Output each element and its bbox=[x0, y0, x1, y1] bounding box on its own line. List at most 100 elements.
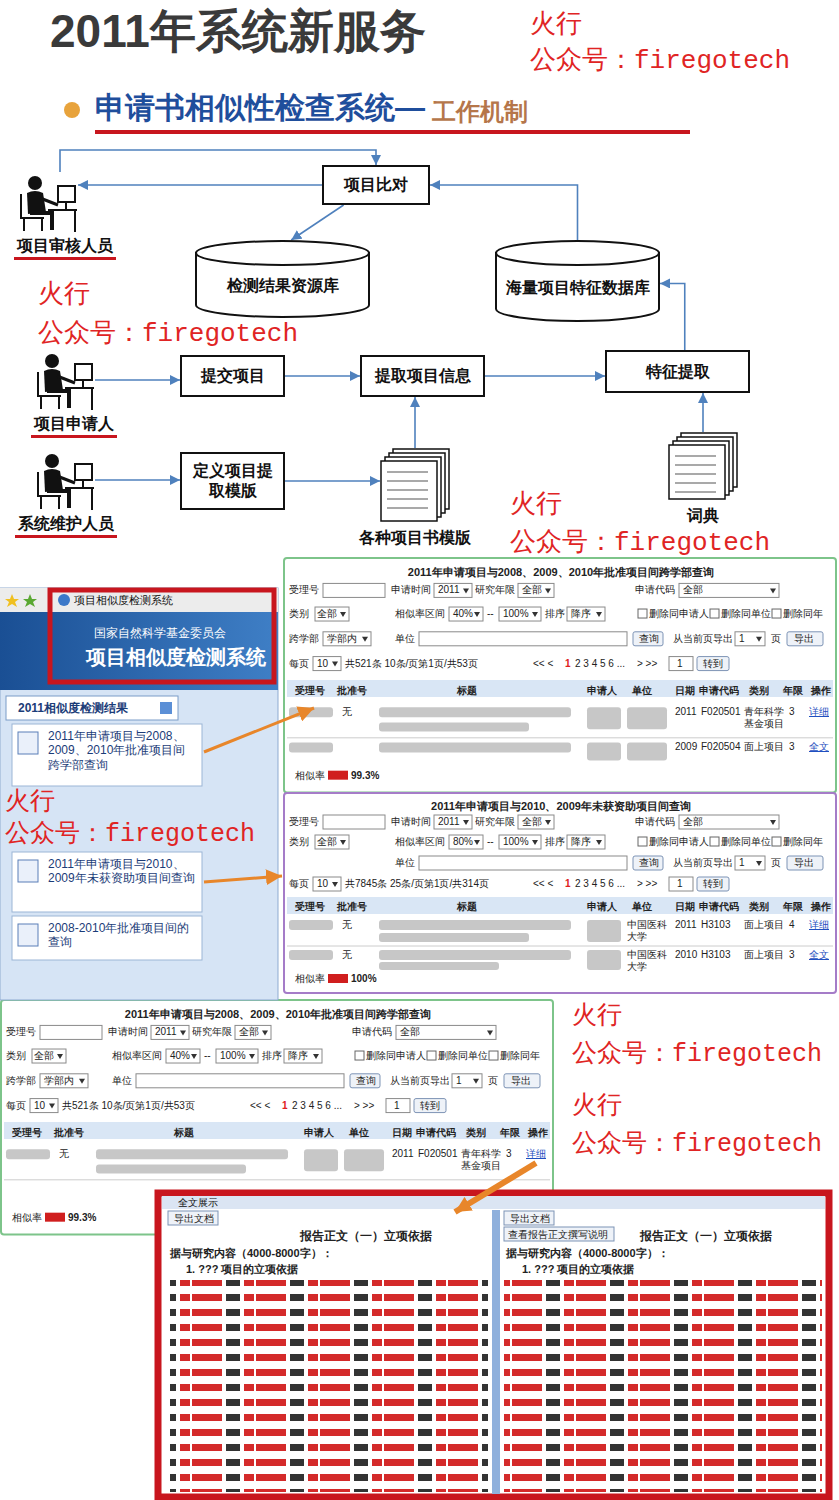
screen-text: 中国医科大学 bbox=[627, 949, 669, 973]
select-box bbox=[284, 1049, 322, 1063]
node-shape bbox=[35, 450, 95, 510]
screen-text: H3103 bbox=[701, 919, 730, 931]
select-box bbox=[449, 607, 483, 621]
dropdown-arrow bbox=[770, 820, 776, 825]
screen-text: 相似率区间 bbox=[395, 608, 445, 620]
button bbox=[697, 877, 729, 891]
screen-text: 查询 bbox=[639, 633, 659, 645]
node-shape bbox=[380, 448, 450, 522]
screen-text: 3 bbox=[789, 741, 795, 753]
column-header: 受理号 bbox=[295, 901, 325, 913]
blurred-cell bbox=[627, 707, 667, 729]
query-panels bbox=[1, 558, 836, 1235]
caption-label: 项目申请人 bbox=[31, 414, 117, 438]
blurred-cell bbox=[96, 1149, 288, 1159]
screen-text: > >> bbox=[637, 878, 657, 890]
checkbox bbox=[710, 837, 719, 846]
input-box bbox=[323, 583, 385, 597]
screen-text: 相似率区间 bbox=[112, 1050, 162, 1062]
select-box bbox=[396, 1025, 496, 1039]
checkbox bbox=[489, 1051, 498, 1060]
screen-text: 1 bbox=[565, 658, 571, 670]
column-header: 受理号 bbox=[295, 685, 325, 697]
document-stack: 各种项目书模版 bbox=[380, 448, 450, 522]
screen-text: 排序 bbox=[545, 608, 565, 620]
screen-text: 类别 bbox=[6, 1050, 26, 1062]
screen-text: 100% bbox=[220, 1050, 246, 1062]
head bbox=[28, 176, 42, 190]
dropdown-arrow bbox=[474, 840, 480, 845]
button bbox=[350, 1074, 380, 1088]
screen-text: 学部内 bbox=[327, 633, 357, 645]
watermark: 公众号：firegotech bbox=[5, 822, 255, 847]
screen-text: 全部 bbox=[683, 816, 703, 828]
flow-arrow bbox=[78, 184, 322, 186]
screen-text: 单位 bbox=[112, 1075, 132, 1087]
screen-text: 相似率 bbox=[12, 1212, 42, 1224]
screen-text: H3103 bbox=[701, 949, 730, 961]
menu-item-box bbox=[12, 916, 202, 960]
screen-text: 2010 bbox=[675, 949, 697, 961]
screen-text: 40% bbox=[453, 608, 473, 620]
menu-item: 2008-2010年批准项目间的查询 bbox=[48, 921, 196, 950]
flow-arrow bbox=[95, 379, 180, 381]
banner-subtitle: 国家自然科学基金委员会 bbox=[94, 626, 226, 640]
tab-icon bbox=[58, 594, 70, 606]
blurred-cell bbox=[379, 722, 529, 731]
select-box bbox=[567, 835, 605, 849]
input-box bbox=[136, 1074, 344, 1088]
screen-text: 删除同单位 bbox=[438, 1050, 488, 1062]
flow-arrow bbox=[485, 375, 605, 377]
screen-text: 3 bbox=[789, 949, 795, 961]
screen-text: 相似率区间 bbox=[395, 836, 445, 848]
heading-underline bbox=[95, 130, 690, 134]
checkbox bbox=[638, 609, 647, 618]
blurred-cell bbox=[96, 1164, 246, 1173]
button bbox=[504, 1211, 554, 1225]
column-header: 操作 bbox=[811, 685, 831, 697]
legs bbox=[30, 213, 52, 230]
query-panel bbox=[284, 793, 836, 993]
caption-label: 各种项目书模版 bbox=[359, 528, 471, 548]
link-text: 详细 bbox=[809, 706, 829, 718]
blurred-cell bbox=[289, 950, 333, 960]
star-icon bbox=[23, 594, 37, 607]
doc-text: 1. ??? 项目的立项依据 bbox=[522, 1263, 634, 1276]
highlight-frame bbox=[158, 1193, 829, 1497]
similarity-bar bbox=[328, 771, 348, 780]
link-text: 详细 bbox=[526, 1148, 546, 1160]
blurred-cell bbox=[587, 950, 621, 970]
table-header-band bbox=[287, 680, 833, 697]
monitor bbox=[75, 364, 92, 380]
screen-text: 研究年限 bbox=[192, 1026, 232, 1038]
select-box bbox=[434, 815, 472, 829]
select-box bbox=[518, 583, 554, 597]
panel-title: 2011年申请项目与2010、2009年未获资助项目间查询 bbox=[431, 800, 691, 813]
column-header: 类别 bbox=[749, 685, 769, 697]
document-stack: 词典 bbox=[668, 432, 738, 500]
node-label: 检测结果资源库 bbox=[227, 276, 339, 296]
column-header: 操作 bbox=[528, 1127, 548, 1139]
select-box bbox=[567, 607, 605, 621]
flow-arrow bbox=[702, 393, 704, 432]
dropdown-arrow bbox=[313, 1054, 319, 1059]
input-box bbox=[419, 856, 627, 870]
dropdown-arrow bbox=[532, 840, 538, 845]
screen-text: 3 bbox=[506, 1148, 512, 1160]
watermark: 火行 bbox=[510, 492, 562, 518]
browser-window bbox=[0, 588, 278, 1000]
input-box bbox=[669, 657, 693, 671]
screen-text: 跨学部 bbox=[289, 633, 319, 645]
watermark: 公众号：firegotech bbox=[572, 1132, 822, 1157]
torso bbox=[44, 469, 63, 492]
banner bbox=[0, 612, 278, 690]
caption-label: 词典 bbox=[687, 506, 719, 526]
screen-text: 2011 bbox=[438, 816, 460, 828]
process-box: 提取项目信息 bbox=[360, 355, 485, 397]
banner-title: 项目相似度检测系统 bbox=[86, 645, 266, 669]
screen-text: 全部 bbox=[239, 1026, 259, 1038]
select-box bbox=[30, 1099, 58, 1113]
arm bbox=[57, 376, 75, 383]
screen-text: 全部 bbox=[683, 584, 703, 596]
